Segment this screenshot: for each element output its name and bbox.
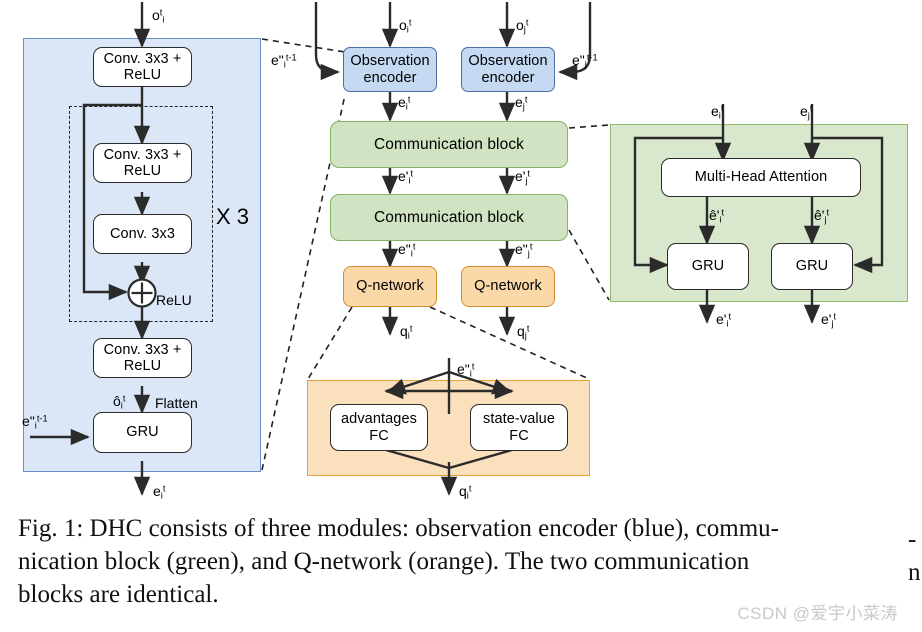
comm-detail-input-label-j: ejt bbox=[800, 103, 813, 121]
caption-edge-clip-1: - bbox=[908, 526, 917, 553]
conv-final-relu-box: Conv. 3x3 + ReLU bbox=[93, 338, 192, 378]
figure-caption: Fig. 1: DHC consists of three modules: o… bbox=[18, 512, 922, 611]
embedding-prime-label-j: e'jt bbox=[515, 168, 531, 186]
repeat-x3-label: X 3 bbox=[216, 204, 250, 229]
observation-encoder-i-line2: encoder bbox=[363, 69, 417, 86]
caption-edge-clip-2: n bbox=[908, 559, 921, 586]
communication-block-box-1[interactable]: Communication block bbox=[330, 121, 568, 168]
caption-line-1: Fig. 1: DHC consists of three modules: o… bbox=[18, 515, 779, 542]
state-value-fc-line1: state-value bbox=[482, 411, 556, 428]
q-detail-input-label: e"it bbox=[457, 361, 475, 379]
residual-conv1-line1: Conv. 3x3 + bbox=[103, 146, 182, 163]
observation-encoder-j-line1: Observation bbox=[468, 53, 548, 70]
conv1-line1: Conv. 3x3 + bbox=[103, 50, 182, 67]
add-relu-label: ReLU bbox=[156, 292, 192, 308]
embedding-prime-label-i: e'it bbox=[398, 168, 414, 186]
figure-canvas: Conv. 3x3 + ReLU Conv. 3x3 + ReLU Conv. … bbox=[22, 2, 908, 501]
q-output-label-j: qjt bbox=[517, 323, 530, 341]
q-network-box-j[interactable]: Q-network bbox=[461, 266, 555, 307]
state-value-fc-box: state-value FC bbox=[470, 404, 568, 451]
embedding-dprime-label-i: e"it bbox=[398, 241, 416, 259]
comm-detail-gru-i-label: GRU bbox=[691, 258, 725, 275]
hidden-input-label-j: e"jt-1 bbox=[572, 52, 598, 70]
comm-detail-gru-box-i: GRU bbox=[667, 243, 749, 290]
q-detail-output-label: qit bbox=[459, 483, 472, 501]
communication-block-1-label: Communication block bbox=[373, 135, 525, 153]
obs-input-label-j: ojt bbox=[516, 17, 529, 35]
comm-detail-gru-j-label: GRU bbox=[795, 258, 829, 275]
comm-detail-output-label-j: e'jt bbox=[821, 311, 837, 329]
caption-line-3: blocks are identical. bbox=[18, 581, 219, 608]
comm-detail-gru-box-j: GRU bbox=[771, 243, 853, 290]
comm-detail-output-label-i: e'it bbox=[716, 311, 732, 329]
flatten-label: Flatten bbox=[155, 395, 198, 411]
residual-conv2-box: Conv. 3x3 bbox=[93, 214, 192, 254]
advantages-fc-box: advantages FC bbox=[330, 404, 428, 451]
advantages-fc-line2: FC bbox=[369, 427, 389, 444]
q-network-j-label: Q-network bbox=[474, 278, 542, 295]
communication-block-2-label: Communication block bbox=[373, 208, 525, 226]
observation-encoder-i-line1: Observation bbox=[350, 53, 430, 70]
communication-block-box-2[interactable]: Communication block bbox=[330, 194, 568, 241]
residual-conv1-relu-box: Conv. 3x3 + ReLU bbox=[93, 143, 192, 183]
attention-output-label-j: ê'jt bbox=[814, 207, 830, 225]
encoder-input-label: oti bbox=[152, 7, 165, 25]
embedding-label-j: ejt bbox=[515, 94, 528, 112]
embedding-dprime-label-j: e"jt bbox=[515, 241, 533, 259]
observation-encoder-j-line2: encoder bbox=[481, 69, 535, 86]
conv-final-line2: ReLU bbox=[123, 358, 162, 374]
attention-output-label-i: ê'it bbox=[709, 207, 725, 225]
hidden-input-label-i: e"it-1 bbox=[271, 52, 297, 70]
conv-final-line1: Conv. 3x3 + bbox=[103, 341, 182, 358]
residual-repeat-dashed-box bbox=[69, 106, 213, 322]
ohat-label: ôit bbox=[113, 393, 126, 411]
advantages-fc-line1: advantages bbox=[341, 411, 417, 428]
observation-encoder-box-j[interactable]: Observation encoder bbox=[461, 47, 555, 92]
residual-conv2-label: Conv. 3x3 bbox=[109, 225, 176, 242]
encoder-output-label: eit bbox=[153, 483, 166, 501]
residual-conv1-line2: ReLU bbox=[123, 163, 162, 179]
multi-head-attention-label: Multi-Head Attention bbox=[694, 169, 828, 186]
conv1-relu-box: Conv. 3x3 + ReLU bbox=[93, 47, 192, 87]
caption-line-2: nication block (green), and Q-network (o… bbox=[18, 548, 750, 575]
comm-detail-input-label-i: eit bbox=[711, 103, 724, 121]
watermark-label: CSDN @爱宇小菜涛 bbox=[737, 604, 898, 623]
encoder-gru-box: GRU bbox=[93, 412, 192, 453]
obs-input-label-i: oit bbox=[399, 17, 412, 35]
q-network-i-label: Q-network bbox=[356, 278, 424, 295]
encoder-recurrent-input-label: e"it-1 bbox=[22, 413, 48, 431]
q-network-box-i[interactable]: Q-network bbox=[343, 266, 437, 307]
embedding-label-i: eit bbox=[398, 94, 411, 112]
conv1-line2: ReLU bbox=[123, 67, 162, 83]
q-output-label-i: qit bbox=[400, 323, 413, 341]
state-value-fc-line2: FC bbox=[509, 427, 529, 444]
multi-head-attention-box: Multi-Head Attention bbox=[661, 158, 861, 197]
encoder-gru-label: GRU bbox=[126, 424, 159, 441]
observation-encoder-box-i[interactable]: Observation encoder bbox=[343, 47, 437, 92]
